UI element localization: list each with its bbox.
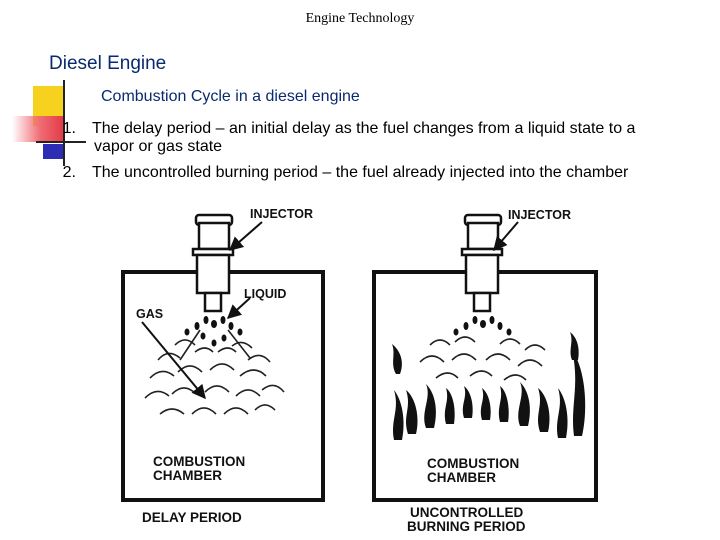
list-item-text: The uncontrolled burning period – the fu… — [76, 164, 710, 182]
slide-title: Diesel Engine — [49, 53, 167, 74]
list-item-number: 2. — [62, 164, 76, 181]
page-header: Engine Technology — [305, 11, 415, 26]
injector-label: INJECTOR — [250, 207, 313, 221]
injector-icon — [460, 213, 504, 313]
chamber-wall — [121, 270, 325, 502]
list-item-line: The uncontrolled burning period – the fu… — [92, 164, 629, 181]
chamber-label: CHAMBER — [153, 468, 222, 483]
list-item-text: The delay period – an initial delay as t… — [76, 120, 710, 156]
burning-period-caption: BURNING PERIOD — [407, 519, 526, 534]
liquid-label: LIQUID — [244, 287, 286, 301]
numbered-list: 1. The delay period – an initial delay a… — [30, 120, 710, 190]
chamber-label: CHAMBER — [427, 470, 496, 485]
fuel-spray-cloud — [419, 336, 546, 381]
flame-shapes — [392, 332, 586, 440]
list-item-number: 1. — [62, 120, 76, 137]
slide-subtitle: Combustion Cycle in a diesel engine — [101, 88, 360, 105]
list-item: 2. The uncontrolled burning period – the… — [30, 164, 710, 182]
delay-period-caption: DELAY PERIOD — [142, 510, 242, 525]
chamber-label: COMBUSTION — [427, 456, 519, 471]
chamber-label: COMBUSTION — [153, 454, 245, 469]
decor-horizontal-line — [36, 141, 86, 143]
decor-blue-square — [43, 144, 63, 159]
gas-label: GAS — [136, 307, 163, 321]
fuel-droplets — [184, 316, 243, 347]
injector-icon — [191, 213, 235, 313]
burning-period-caption: UNCONTROLLED — [410, 505, 523, 520]
delay-period-illustration: INJECTOR LIQUID GAS COMBUSTION CHAMBER D… — [121, 207, 325, 525]
list-item-line: The delay period – an initial delay as t… — [92, 120, 636, 137]
decor-vertical-line — [63, 80, 65, 166]
list-item: 1. The delay period – an initial delay a… — [30, 120, 710, 156]
injector-label: INJECTOR — [508, 208, 571, 222]
fuel-droplets — [453, 316, 512, 336]
list-item-line: vapor or gas state — [94, 138, 223, 155]
uncontrolled-burning-illustration: INJECTOR COMBUSTION CHAMBER UNCONTROLLED… — [372, 208, 598, 534]
decor-red-bar — [12, 116, 64, 142]
fuel-spray-cloud — [144, 329, 285, 415]
